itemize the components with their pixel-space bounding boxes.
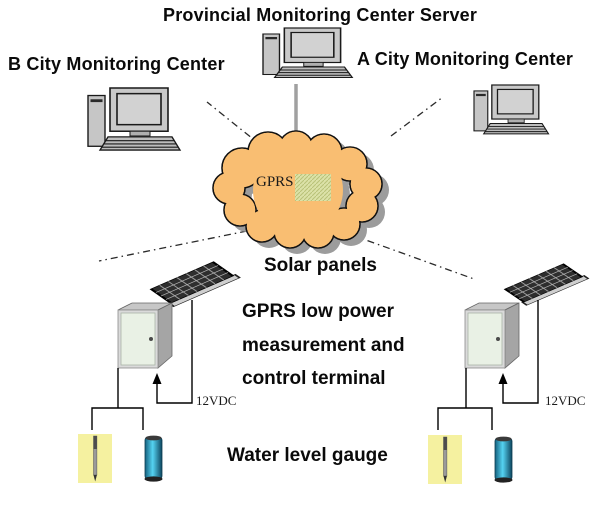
solar-panel-right-icon [502,261,590,307]
right-arrow-head [498,373,508,384]
label-terminal-line2: measurement and [242,335,405,356]
left-arrow-head [152,373,162,384]
label-water-level-gauge: Water level gauge [227,445,388,466]
water-level-gauge-left-icon [77,433,163,484]
left-wiring [91,300,193,430]
cloud-faded-text-block [295,174,331,201]
terminal-cabinet-left-icon [117,302,173,369]
left-sensor-bracket [91,407,144,430]
water-level-gauge-right-icon [427,434,513,485]
link-cloud-to-right-terminal [351,234,475,280]
a-city-computer-icon [473,84,550,135]
label-terminal-line1: GPRS low power [242,301,395,322]
title-provincial-server: Provincial Monitoring Center Server [163,5,478,25]
label-b-city: B City Monitoring Center [8,54,225,74]
link-cloud-to-a-city [390,96,444,137]
right-wiring [437,300,539,430]
terminal-cabinet-right-icon [464,302,520,369]
label-a-city: A City Monitoring Center [357,49,574,69]
link-cloud-to-left-terminal [98,230,248,262]
solar-panel-left-icon [148,259,241,308]
provincial-server-computer-icon [262,27,354,79]
label-gprs-cloud: GPRS [256,174,294,190]
right-solar-power-line [502,300,539,404]
left-solar-power-line [156,300,193,404]
right-sensor-bracket [437,407,493,430]
label-terminal-line3: control terminal [242,368,386,389]
b-city-computer-icon [87,87,181,151]
label-12vdc-right: 12VDC [545,393,586,408]
label-12vdc-left: 12VDC [196,393,237,408]
gprs-cloud-icon [212,130,389,254]
label-solar-panels: Solar panels [264,255,377,276]
